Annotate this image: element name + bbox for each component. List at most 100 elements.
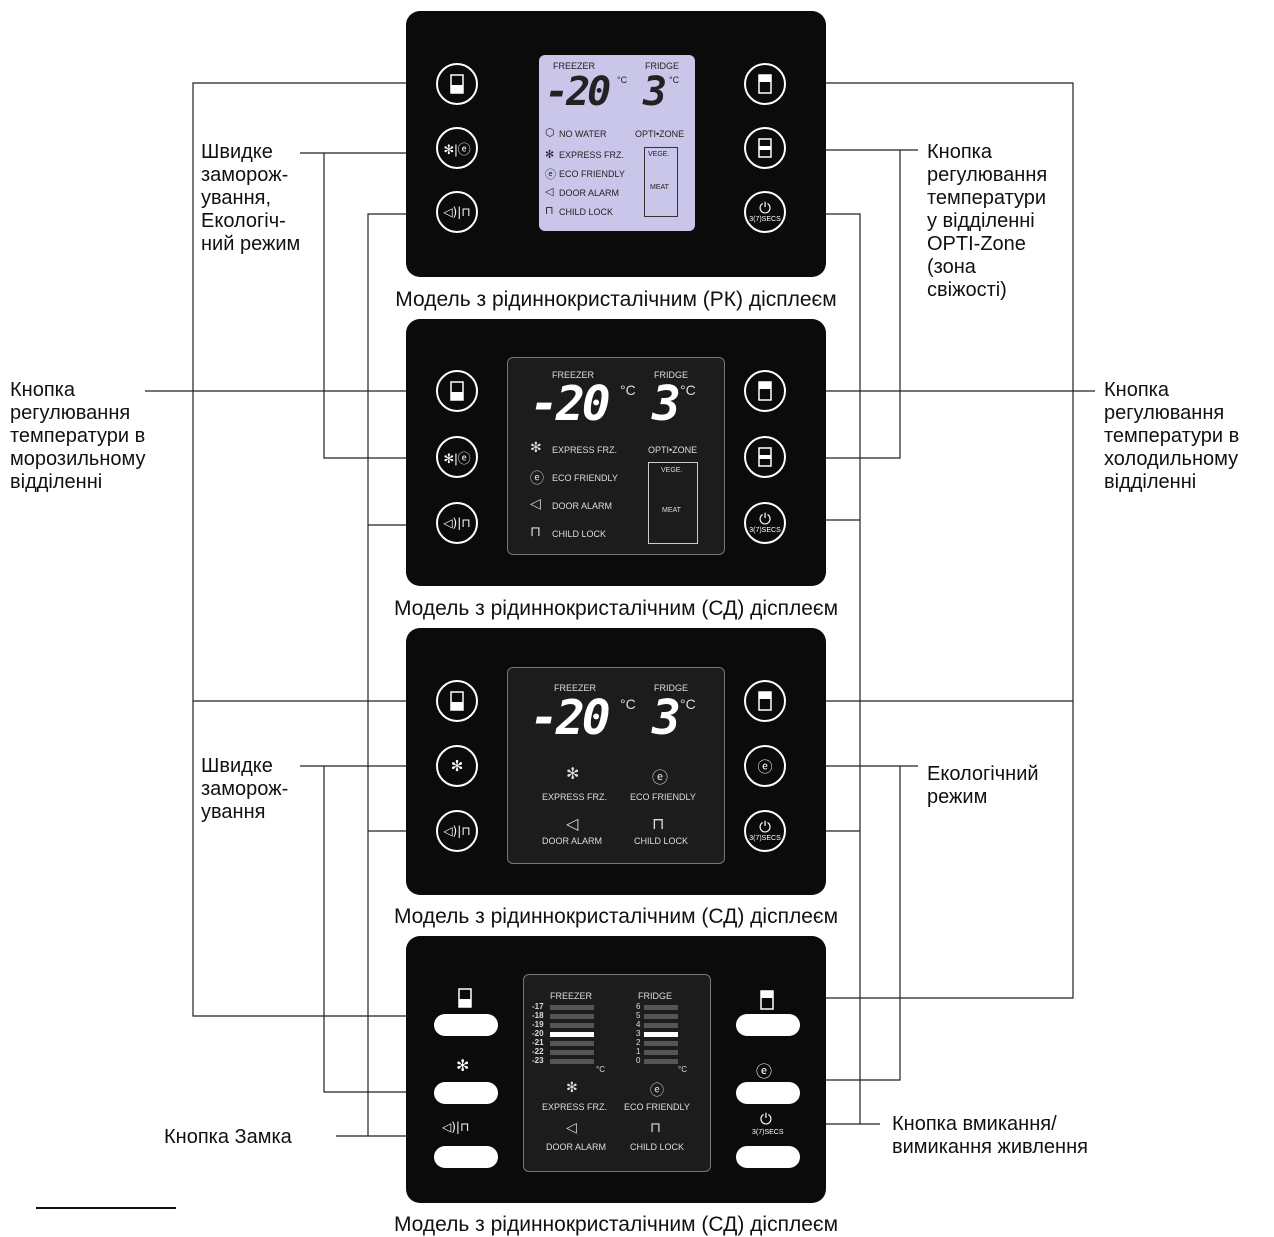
freezer-level-label: -22 xyxy=(532,1047,544,1056)
meat-label: MEAT xyxy=(662,507,681,514)
freezer-unit: °C xyxy=(596,1065,605,1074)
freezer-level-label: -18 xyxy=(532,1011,544,1020)
freezer-label: FREEZER xyxy=(552,370,595,380)
eco-leaf-icon: ⓔ xyxy=(652,768,669,787)
express-freeze-button[interactable] xyxy=(434,1082,498,1104)
freezer-temp: -20 xyxy=(530,376,611,432)
fridge-label: FRIDGE xyxy=(645,61,680,71)
fridge-unit: °C xyxy=(678,1065,687,1074)
snowflake-icon: ✻ xyxy=(530,440,542,456)
child-lock-label: CHILD LOCK xyxy=(634,836,689,846)
fridge-level-bar xyxy=(644,1005,678,1010)
fridge-level-bar xyxy=(644,1023,678,1028)
caption-led-2: Модель з рідиннокристалічним (СД) діспле… xyxy=(393,905,839,928)
freezer-unit: °C xyxy=(620,696,636,712)
ice-cube-icon: ⬡ xyxy=(545,126,555,139)
express-eco-icon: ✻|ⓔ xyxy=(443,141,471,157)
eco-button[interactable]: ⓔ xyxy=(744,745,786,787)
freezer-temp-button[interactable] xyxy=(436,370,478,412)
freezer-level-bar xyxy=(550,1014,594,1019)
eco-button[interactable] xyxy=(736,1082,800,1104)
express-frz-label: EXPRESS FRZ. xyxy=(542,1102,608,1112)
fridge-temp-button[interactable] xyxy=(744,680,786,722)
freezer-unit: °C xyxy=(617,75,628,85)
express-frz-label: EXPRESS FRZ. xyxy=(542,792,608,802)
speaker-lock-icon: ◁)|⊓ xyxy=(442,1120,470,1134)
fridge-temp: 3 xyxy=(652,690,681,746)
speaker-icon: ◁ xyxy=(566,1120,577,1136)
opti-zone-button[interactable] xyxy=(744,127,786,169)
fridge-temp: 3 xyxy=(652,376,681,432)
fridge-unit: °C xyxy=(680,382,696,398)
freezer-label: FREEZER xyxy=(553,61,596,71)
lock-icon: ⊓ xyxy=(650,1120,661,1136)
caption-lcd: Модель з рідиннокристалічним (РК) діспле… xyxy=(395,288,837,311)
power-secs-text: 3(7)SECS xyxy=(749,216,781,223)
freezer-door-icon xyxy=(450,691,464,711)
freezer-level-bar xyxy=(550,1059,594,1064)
eco-friendly-label: ECO FRIENDLY xyxy=(559,169,625,179)
freezer-level-bar xyxy=(550,1005,594,1010)
power-button[interactable]: ⏻3(7)SECS xyxy=(744,191,786,233)
label-express: Швидке заморож- ування xyxy=(201,755,289,823)
power-icon: ⏻ xyxy=(759,510,771,528)
speaker-lock-icon: ◁)|⊓ xyxy=(443,516,471,530)
alarm-lock-button[interactable]: ◁)|⊓ xyxy=(436,191,478,233)
caption-led-3: Модель з рідиннокристалічним (СД) діспле… xyxy=(393,1213,839,1236)
power-button[interactable] xyxy=(736,1146,800,1168)
label-fridge-temp: Кнопка регулювання температури в холодил… xyxy=(1104,379,1240,493)
fridge-temp-button[interactable] xyxy=(736,1014,800,1036)
express-freeze-button[interactable]: ✻ xyxy=(436,745,478,787)
freezer-temp-button[interactable] xyxy=(436,63,478,105)
freezer-level-label: -17 xyxy=(532,1002,544,1011)
fridge-level-label: 3 xyxy=(636,1029,641,1038)
caption-led-1: Модель з рідиннокристалічним (СД) діспле… xyxy=(393,597,839,620)
snowflake-icon: ✻ xyxy=(456,1056,470,1075)
label-freezer-temp: Кнопка регулювання температури в морозил… xyxy=(10,379,146,493)
freezer-temp: -20 xyxy=(545,69,611,115)
fridge-temp-button[interactable] xyxy=(744,63,786,105)
express-eco-button[interactable]: ✻|ⓔ xyxy=(436,127,478,169)
snowflake-icon: ✻ xyxy=(545,148,555,161)
power-button[interactable]: ⏻3(7)SECS xyxy=(744,810,786,852)
power-secs-text: 3(7)SECS xyxy=(749,835,781,842)
opti-zone-label: OPTI•ZONE xyxy=(648,445,698,455)
power-button[interactable]: ⏻3(7)SECS xyxy=(744,502,786,544)
door-alarm-label: DOOR ALARM xyxy=(546,1142,607,1152)
fridge-level-bar xyxy=(644,1032,678,1037)
express-eco-button[interactable]: ✻|ⓔ xyxy=(436,436,478,478)
freezer-level-label: -20 xyxy=(532,1029,544,1038)
alarm-lock-button[interactable]: ◁)|⊓ xyxy=(436,502,478,544)
opti-zone-button[interactable] xyxy=(744,436,786,478)
alarm-lock-button[interactable]: ◁)|⊓ xyxy=(436,810,478,852)
vege-label: VEGE. xyxy=(661,467,683,474)
fridge-level-label: 5 xyxy=(636,1011,641,1020)
eco-leaf-icon: ⓔ xyxy=(530,471,544,487)
fridge-label: FRIDGE xyxy=(654,683,689,693)
fridge-level-label: 4 xyxy=(636,1020,641,1029)
freezer-temp-button[interactable] xyxy=(436,680,478,722)
freezer-level-bar xyxy=(550,1041,594,1046)
alarm-lock-button[interactable] xyxy=(434,1146,498,1168)
express-frz-label: EXPRESS FRZ. xyxy=(559,150,625,160)
freezer-label: FREEZER xyxy=(550,991,593,1001)
freezer-temp-button[interactable] xyxy=(434,1014,498,1036)
express-eco-icon: ✻|ⓔ xyxy=(443,450,471,466)
power-secs-text: 3(7)SECS xyxy=(749,527,781,534)
fridge-unit: °C xyxy=(680,696,696,712)
led-display: FREEZER FRIDGE -20 °C 3 °C ✻ EXPRESS FRZ… xyxy=(507,667,725,864)
freezer-level-label: -19 xyxy=(532,1020,544,1029)
control-panel-led-bar: ✻ ◁)|⊓ ⓔ ⏻ 3(7)SECS FREEZER FRIDGE -17-1… xyxy=(406,936,826,1203)
freezer-door-icon xyxy=(458,988,472,1008)
speaker-lock-icon: ◁)|⊓ xyxy=(443,205,471,219)
speaker-icon: ◁ xyxy=(545,185,554,198)
eco-friendly-label: ECO FRIENDLY xyxy=(624,1102,690,1112)
label-express-eco: Швидке заморож- ування, Екологіч- ний ре… xyxy=(201,141,301,255)
fridge-level-label: 0 xyxy=(636,1056,641,1065)
lock-icon: ⊓ xyxy=(545,204,554,217)
freezer-door-icon xyxy=(450,74,464,94)
opti-zone-box: VEGE. MEAT xyxy=(648,462,698,544)
fridge-temp-button[interactable] xyxy=(744,370,786,412)
no-water-label: NO WATER xyxy=(559,129,607,139)
